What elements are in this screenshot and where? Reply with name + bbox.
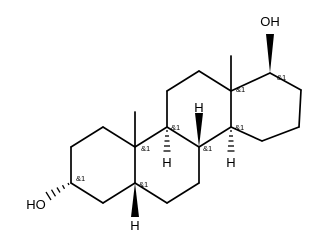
stereo-mark-c13: &1: [236, 85, 245, 94]
hydroxyl-label-bottom: HO: [26, 197, 46, 212]
stereo-mark-c3: &1: [76, 174, 85, 183]
stereo-mark-c10: &1: [141, 144, 150, 153]
stereo-mark-c9: &1: [171, 123, 180, 132]
stereo-wedges: [131, 34, 274, 217]
atom-labels: OH HO H H H H: [26, 14, 280, 233]
hydrogen-label-c8: H: [194, 100, 203, 115]
hydrogen-label-c5: H: [130, 218, 139, 233]
hydrogen-label-c14: H: [226, 155, 235, 170]
stereo-mark-c14: &1: [235, 123, 244, 132]
stereo-mark-c8: &1: [203, 144, 212, 153]
stereo-hashes: [45, 130, 235, 201]
stereo-mark-c17: &1: [277, 73, 286, 82]
stereo-mark-c5: &1: [139, 180, 148, 189]
hydroxyl-label-top: OH: [260, 14, 280, 29]
hydrogen-label-c9: H: [162, 155, 171, 170]
stereo-labels: &1 &1 &1 &1 &1 &1 &1 &1: [76, 73, 286, 189]
bond-lines: [70, 55, 302, 204]
